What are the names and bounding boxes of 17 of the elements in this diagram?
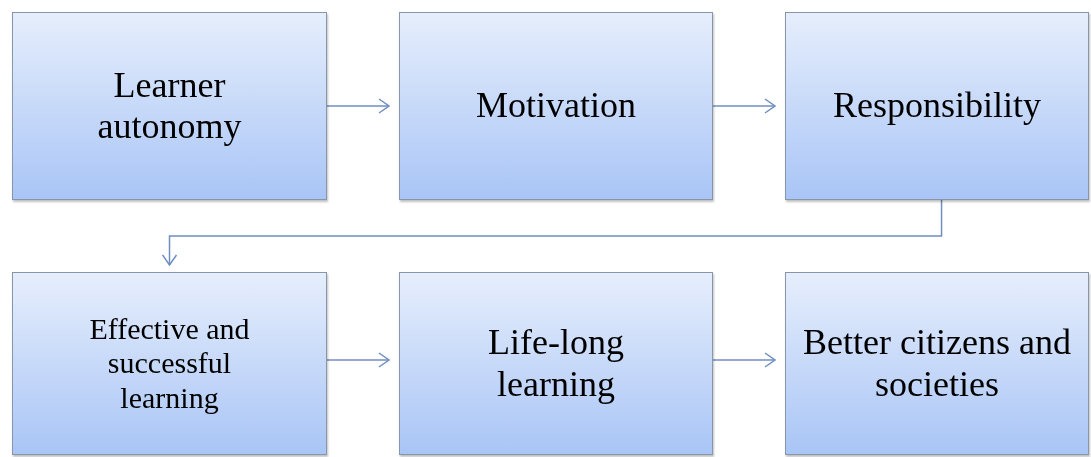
box-label: Responsibility [833, 85, 1041, 127]
process-box [399, 272, 713, 455]
box-label: Learner autonomy [96, 64, 243, 148]
box-label: Motivation [476, 85, 636, 127]
arrow [712, 98, 776, 114]
arrow [326, 98, 390, 114]
arrow [326, 352, 390, 368]
arrow [161, 199, 943, 266]
box-label: Effective and successful learning [88, 311, 251, 416]
process-box [785, 272, 1089, 455]
arrow [712, 352, 776, 368]
process-box [12, 272, 327, 455]
process-box [399, 12, 713, 200]
box-label: Life-long learning [487, 322, 625, 405]
box-label: Better citizens and societies [802, 322, 1072, 405]
process-box [785, 12, 1089, 200]
process-box [12, 12, 327, 200]
